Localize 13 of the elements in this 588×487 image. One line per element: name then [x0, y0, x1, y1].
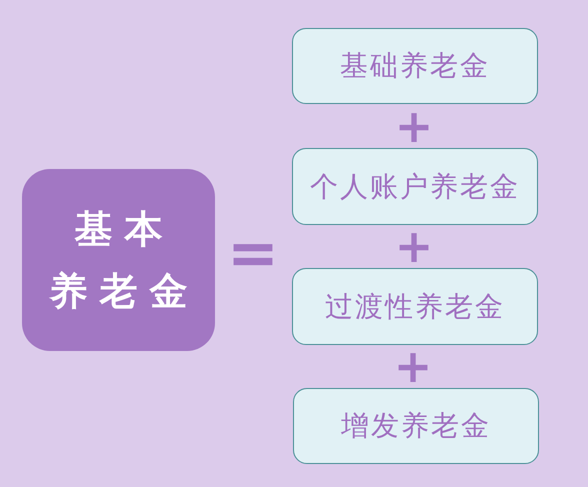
component-box: [292, 268, 538, 345]
component-box: [293, 388, 539, 464]
plus-sign: +: [394, 103, 434, 149]
component-label: 增发养老金: [341, 409, 491, 443]
main-box: [22, 169, 215, 351]
component-box: [292, 28, 538, 104]
equals-sign: =: [227, 222, 279, 284]
component-label: 基础养老金: [340, 49, 490, 83]
plus-sign: +: [394, 343, 432, 389]
component-box: [292, 148, 538, 225]
component-label: 个人账户养老金: [310, 170, 520, 204]
plus-sign: +: [394, 223, 434, 269]
component-label: 过渡性养老金: [325, 290, 505, 324]
